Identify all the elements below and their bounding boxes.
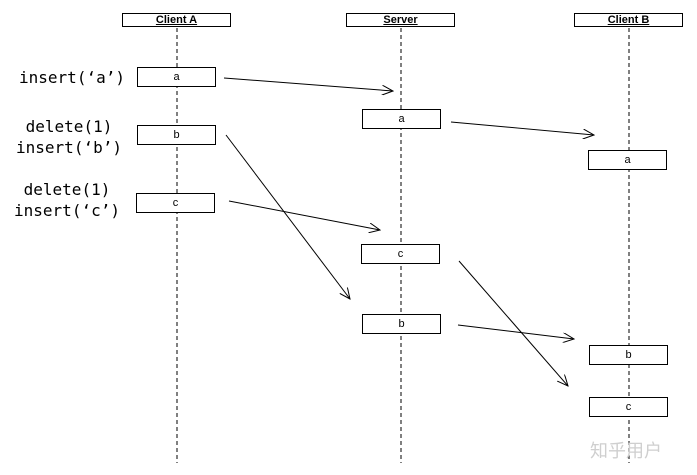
lane-header-client-b: Client B: [574, 13, 683, 27]
arrow-b-client-to-server: [225, 134, 350, 299]
server-op-c: c: [361, 244, 440, 264]
operation-line: delete(1): [25, 117, 113, 136]
operation-label-2: delete(1) insert(‘b’): [4, 116, 134, 158]
client-b-op-a: a: [588, 150, 667, 170]
client-a-op-c: c: [136, 193, 215, 213]
operation-line: insert(‘b’): [16, 138, 122, 157]
arrow-c-client-to-server: [228, 200, 380, 230]
arrow-b-server-to-client-b: [457, 324, 574, 339]
client-a-op-b: b: [137, 125, 216, 145]
lane-header-server: Server: [346, 13, 455, 27]
server-op-a: a: [362, 109, 441, 129]
operation-label-1: insert(‘a’): [7, 67, 137, 88]
operation-line: delete(1): [23, 180, 111, 199]
watermark-text: 知乎用户: [590, 441, 662, 462]
arrow-a-client-to-server: [223, 77, 393, 91]
lane-header-client-a: Client A: [122, 13, 231, 27]
client-b-op-c: c: [589, 397, 668, 417]
server-op-b: b: [362, 314, 441, 334]
arrow-a-server-to-client-b: [450, 121, 594, 135]
client-a-op-a: a: [137, 67, 216, 87]
client-b-op-b: b: [589, 345, 668, 365]
arrow-c-server-to-client-b: [458, 260, 568, 386]
operation-label-3: delete(1) insert(‘c’): [2, 179, 132, 221]
operation-line: insert(‘a’): [19, 68, 125, 87]
operation-line: insert(‘c’): [14, 201, 120, 220]
